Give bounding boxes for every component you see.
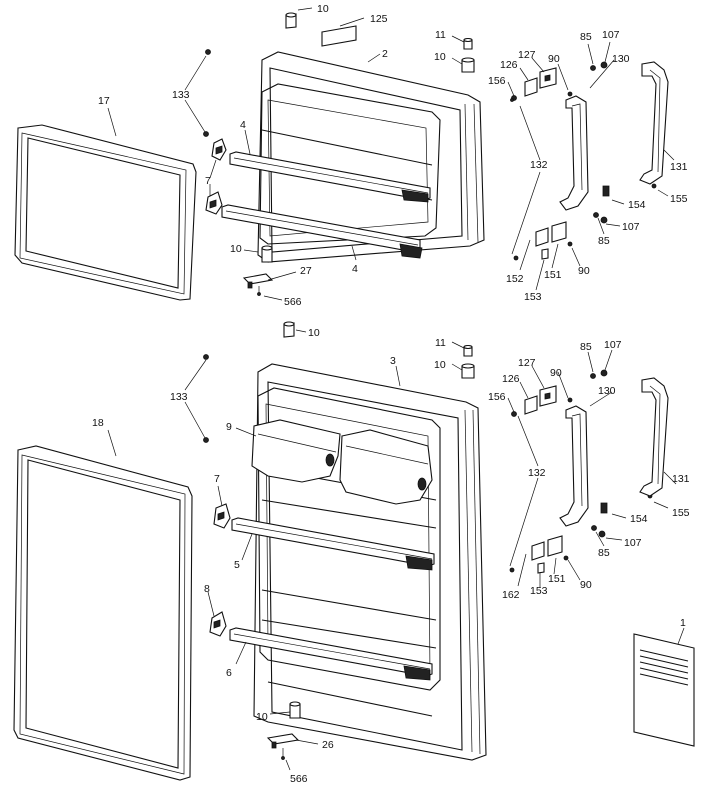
callout-152: 152 bbox=[506, 273, 524, 285]
callout-3: 3 bbox=[390, 355, 396, 367]
callout-90: 90 bbox=[578, 265, 590, 277]
callout-126: 126 bbox=[500, 59, 518, 71]
freezer-shelf-rail-upper bbox=[229, 151, 431, 203]
freezer-handle-131 bbox=[639, 61, 669, 185]
freezer-shelf-rail-lower bbox=[221, 204, 423, 259]
freezer-door bbox=[257, 51, 485, 263]
freezer-screws-133 bbox=[203, 49, 211, 137]
callout-5: 5 bbox=[234, 559, 240, 571]
callout-126: 126 bbox=[502, 373, 520, 385]
fresh-food-shelf-rail-6 bbox=[229, 627, 433, 681]
fresh-food-shelf-rail-5 bbox=[231, 517, 435, 571]
callout-10: 10 bbox=[230, 243, 242, 255]
callout-10: 10 bbox=[434, 51, 446, 63]
callout-85: 85 bbox=[598, 235, 610, 247]
callout-90: 90 bbox=[580, 579, 592, 591]
callout-85: 85 bbox=[598, 547, 610, 559]
callout-9: 9 bbox=[226, 421, 232, 433]
callout-7: 7 bbox=[205, 175, 211, 187]
callout-2: 2 bbox=[382, 48, 388, 60]
callout-154: 154 bbox=[628, 199, 646, 211]
freezer-door-gasket bbox=[14, 124, 197, 301]
callout-10: 10 bbox=[256, 711, 268, 723]
callout-10: 10 bbox=[434, 359, 446, 371]
callout-6: 6 bbox=[226, 667, 232, 679]
callout-10: 10 bbox=[308, 327, 320, 339]
callout-26: 26 bbox=[322, 739, 334, 751]
callout-4: 4 bbox=[352, 263, 358, 275]
leader-lines bbox=[107, 7, 685, 771]
callout-133: 133 bbox=[172, 89, 190, 101]
callout-151: 151 bbox=[544, 269, 562, 281]
callout-132: 132 bbox=[528, 467, 546, 479]
callout-127: 127 bbox=[518, 357, 536, 369]
callout-11: 11 bbox=[435, 337, 446, 349]
callout-132: 132 bbox=[530, 159, 548, 171]
fresh-food-door bbox=[253, 363, 487, 761]
callout-107: 107 bbox=[604, 339, 622, 351]
callout-154: 154 bbox=[630, 513, 648, 525]
callout-17: 17 bbox=[98, 95, 110, 107]
callout-566: 566 bbox=[290, 773, 308, 785]
callout-131: 131 bbox=[670, 161, 688, 173]
callout-85: 85 bbox=[580, 31, 592, 43]
callout-11: 11 bbox=[435, 29, 446, 41]
callout-1: 1 bbox=[680, 617, 686, 629]
freezer-bottom-parts bbox=[242, 245, 274, 296]
callout-155: 155 bbox=[670, 193, 688, 205]
callout-162: 162 bbox=[502, 589, 520, 601]
feature-panel-1 bbox=[633, 633, 695, 747]
callout-125: 125 bbox=[370, 13, 388, 25]
freezer-top-parts bbox=[285, 12, 475, 73]
callout-153: 153 bbox=[524, 291, 542, 303]
freezer-shelf-clips bbox=[205, 138, 227, 215]
callout-107: 107 bbox=[622, 221, 640, 233]
callout-107: 107 bbox=[624, 537, 642, 549]
fresh-food-door-gasket bbox=[13, 445, 193, 781]
freezer-hinge-hardware bbox=[510, 61, 657, 261]
callout-155: 155 bbox=[672, 507, 690, 519]
callout-156: 156 bbox=[488, 391, 506, 403]
fresh-food-top-parts bbox=[283, 321, 475, 379]
callout-133: 133 bbox=[170, 391, 188, 403]
callout-8: 8 bbox=[204, 583, 210, 595]
callout-151: 151 bbox=[548, 573, 566, 585]
callout-566: 566 bbox=[284, 296, 302, 308]
dairy-compartment-doors bbox=[251, 419, 433, 505]
fresh-food-bottom-parts bbox=[266, 701, 301, 760]
fresh-food-hinge-hardware bbox=[509, 369, 653, 574]
callout-130: 130 bbox=[598, 385, 616, 397]
callout-10: 10 bbox=[317, 3, 329, 15]
fresh-food-handle-131 bbox=[639, 377, 669, 497]
callout-85: 85 bbox=[580, 341, 592, 353]
callout-18: 18 bbox=[92, 417, 104, 429]
callout-156: 156 bbox=[488, 75, 506, 87]
callout-90: 90 bbox=[550, 367, 562, 379]
callout-27: 27 bbox=[300, 265, 312, 277]
fresh-food-shelf-clips bbox=[209, 503, 231, 637]
callout-107: 107 bbox=[602, 29, 620, 41]
callout-4: 4 bbox=[240, 119, 246, 131]
callout-7: 7 bbox=[214, 473, 220, 485]
fresh-food-screws-133 bbox=[203, 354, 209, 443]
callout-127: 127 bbox=[518, 49, 536, 61]
callout-labels: 10 125 2 11 10 127 90 85 107 126 156 130… bbox=[92, 3, 690, 785]
callout-90: 90 bbox=[548, 53, 560, 65]
callout-130: 130 bbox=[612, 53, 630, 65]
callout-131: 131 bbox=[672, 473, 690, 485]
callout-153: 153 bbox=[530, 585, 548, 597]
